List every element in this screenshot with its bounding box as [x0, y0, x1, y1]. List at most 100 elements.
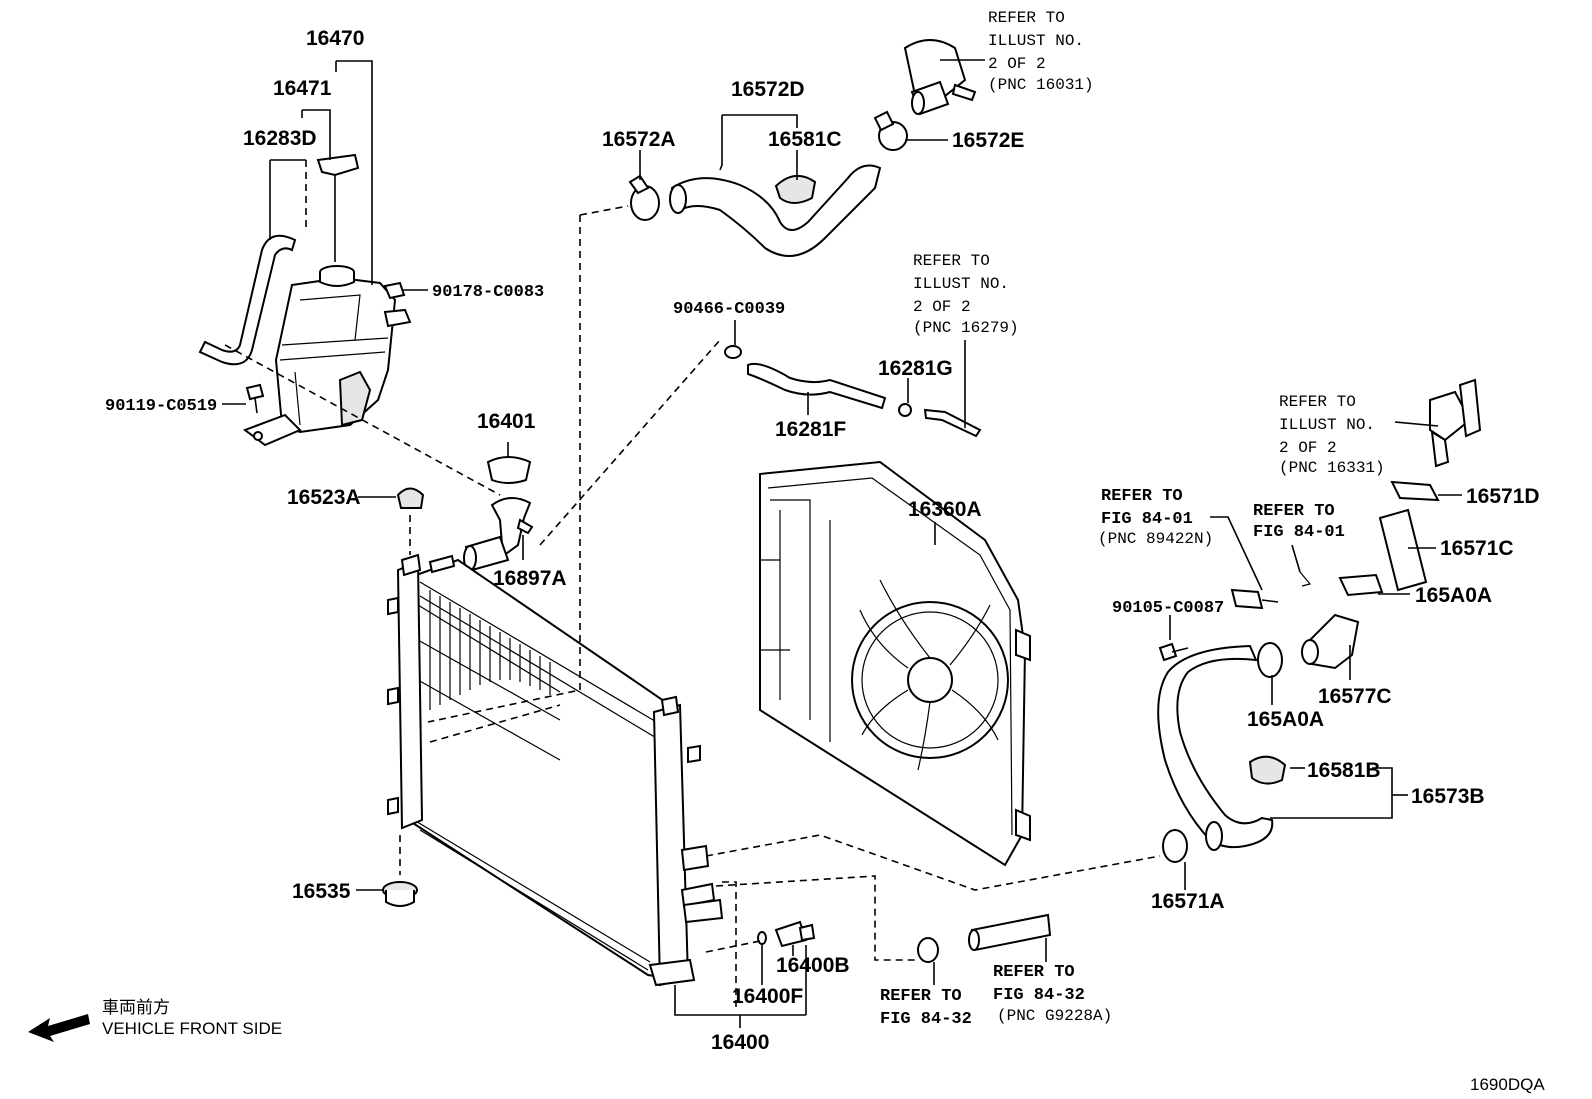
part-number-16281G[interactable]: 16281G	[878, 357, 953, 380]
outlet-16031	[903, 39, 977, 116]
pipe-G9228A	[968, 913, 1052, 952]
outlet-16331	[1429, 378, 1482, 468]
svg-text:FIG 84-01: FIG 84-01	[1253, 523, 1345, 542]
pipe-16279	[923, 408, 982, 438]
svg-text:ILLUST NO.: ILLUST NO.	[913, 275, 1009, 293]
sensor-89422N	[1230, 588, 1279, 610]
clamp-16571A	[1162, 829, 1188, 863]
part-number-16577C[interactable]: 16577C	[1318, 685, 1392, 708]
hose-16281F	[747, 362, 887, 410]
clip-8401	[1299, 571, 1312, 587]
svg-text:2 OF 2: 2 OF 2	[988, 55, 1046, 73]
svg-text:REFER TO: REFER TO	[1253, 502, 1335, 521]
svg-text:ILLUST NO.: ILLUST NO.	[1279, 416, 1375, 434]
svg-text:FIG 84-32: FIG 84-32	[880, 1010, 972, 1029]
part-number-16400B[interactable]: 16400B	[776, 954, 850, 977]
clamp-16572E	[873, 110, 908, 151]
clip-90466-C0039	[724, 345, 742, 359]
front-side-jp: 車両前方	[102, 998, 170, 1017]
svg-text:(PNC G9228A): (PNC G9228A)	[997, 1007, 1112, 1025]
reservoir-cap	[319, 265, 355, 287]
part-number-16470[interactable]: 16470	[306, 27, 364, 50]
part-number-16572A[interactable]: 16572A	[602, 128, 676, 151]
clip-90178-C0083	[383, 281, 406, 300]
svg-text:REFER TO: REFER TO	[1279, 393, 1356, 411]
part-number-16400F[interactable]: 16400F	[732, 985, 803, 1008]
reservoir-hose	[198, 234, 297, 366]
fan-shroud-16360A	[759, 460, 1031, 867]
note-ref-89422N: REFER TO FIG 84-01 (PNC 89422N)	[1098, 487, 1213, 548]
reservoir-tank	[242, 276, 412, 447]
part-number-16571C[interactable]: 16571C	[1440, 537, 1514, 560]
bolt-90105-C0087	[1158, 642, 1189, 662]
part-number-16535[interactable]: 16535	[292, 880, 351, 903]
hose-clamp-16581C	[774, 175, 817, 204]
part-number-16360A[interactable]: 16360A	[908, 498, 982, 521]
inlet-pipe-16897A	[463, 497, 534, 572]
part-number-16581B[interactable]: 16581B	[1307, 759, 1381, 782]
svg-text:2 OF 2: 2 OF 2	[913, 298, 971, 316]
part-number-16523A[interactable]: 16523A	[287, 486, 361, 509]
clamp-165A0A-upper	[1338, 573, 1384, 597]
cushion-16535	[382, 881, 418, 907]
svg-text:REFER TO: REFER TO	[1101, 487, 1183, 506]
note-ref-16279: REFER TO ILLUST NO. 2 OF 2 (PNC 16279)	[913, 252, 1019, 337]
part-number-16581C[interactable]: 16581C	[768, 128, 842, 151]
hose-16571C	[1378, 508, 1428, 592]
lower-hose-16573B	[1157, 644, 1274, 851]
svg-text:(PNC 89422N): (PNC 89422N)	[1098, 530, 1213, 548]
bolt-90119-C0519	[245, 383, 265, 414]
radiator-core	[403, 558, 681, 982]
svg-text:FIG 84-01: FIG 84-01	[1101, 510, 1193, 529]
hose-clamp-16581B	[1248, 755, 1287, 785]
part-number-16573B[interactable]: 16573B	[1411, 785, 1485, 808]
svg-text:(PNC 16331): (PNC 16331)	[1279, 459, 1385, 477]
svg-text:REFER TO: REFER TO	[880, 987, 962, 1006]
svg-text:2 OF 2: 2 OF 2	[1279, 439, 1337, 457]
part-number-16400[interactable]: 16400	[711, 1031, 769, 1054]
svg-text:REFER TO: REFER TO	[913, 252, 990, 270]
note-ref-16031: REFER TO ILLUST NO. 2 OF 2 (PNC 16031)	[988, 9, 1094, 94]
part-number-16572E[interactable]: 16572E	[952, 129, 1024, 152]
svg-text:FIG 84-32: FIG 84-32	[993, 986, 1085, 1005]
part-number-90466-C0039[interactable]: 90466-C0039	[673, 300, 785, 319]
reservoir-bracket-16283D	[316, 153, 360, 262]
o-ring-16400F	[757, 931, 767, 945]
part-number-16571A[interactable]: 16571A	[1151, 890, 1225, 913]
upper-hose-16572D	[669, 164, 882, 257]
part-number-16283D[interactable]: 16283D	[243, 127, 317, 150]
note-ref-84-01: REFER TO FIG 84-01	[1253, 502, 1345, 542]
svg-text:(PNC 16031): (PNC 16031)	[988, 76, 1094, 94]
clamp-8432	[917, 937, 939, 963]
front-side-en: VEHICLE FRONT SIDE	[102, 1019, 282, 1038]
clip-16281G	[898, 403, 912, 417]
part-number-16281F[interactable]: 16281F	[775, 418, 846, 441]
part-number-16471[interactable]: 16471	[273, 77, 332, 100]
part-number-165A0A-bottom[interactable]: 165A0A	[1247, 708, 1324, 731]
drain-plug-16400B	[774, 920, 816, 948]
part-number-165A0A-right[interactable]: 165A0A	[1415, 584, 1492, 607]
part-number-16401[interactable]: 16401	[477, 410, 536, 433]
radiator-left-tank	[387, 553, 456, 830]
svg-text:REFER TO: REFER TO	[993, 963, 1075, 982]
clamp-16572A	[628, 174, 660, 221]
cushion-16523A	[396, 487, 425, 509]
clamp-165A0A-lower	[1257, 642, 1283, 678]
diagram-code: 1690DQA	[1470, 1075, 1545, 1094]
note-ref-16331: REFER TO ILLUST NO. 2 OF 2 (PNC 16331)	[1279, 393, 1385, 477]
clamp-16571D	[1390, 480, 1440, 502]
part-number-90105-C0087[interactable]: 90105-C0087	[1112, 599, 1224, 618]
radiator-right-tank	[648, 695, 724, 987]
svg-text:REFER TO: REFER TO	[988, 9, 1065, 27]
water-inlet-16577C	[1301, 613, 1360, 670]
part-number-90119-C0519[interactable]: 90119-C0519	[105, 397, 217, 416]
note-ref-84-32-a: REFER TO FIG 84-32	[880, 987, 972, 1029]
part-number-90178-C0083[interactable]: 90178-C0083	[432, 283, 544, 302]
front-arrow-icon	[28, 1014, 90, 1042]
part-number-16571D[interactable]: 16571D	[1466, 485, 1540, 508]
svg-text:(PNC 16279): (PNC 16279)	[913, 319, 1019, 337]
part-number-16572D[interactable]: 16572D	[731, 78, 805, 101]
svg-text:ILLUST NO.: ILLUST NO.	[988, 32, 1084, 50]
part-number-16897A[interactable]: 16897A	[493, 567, 567, 590]
